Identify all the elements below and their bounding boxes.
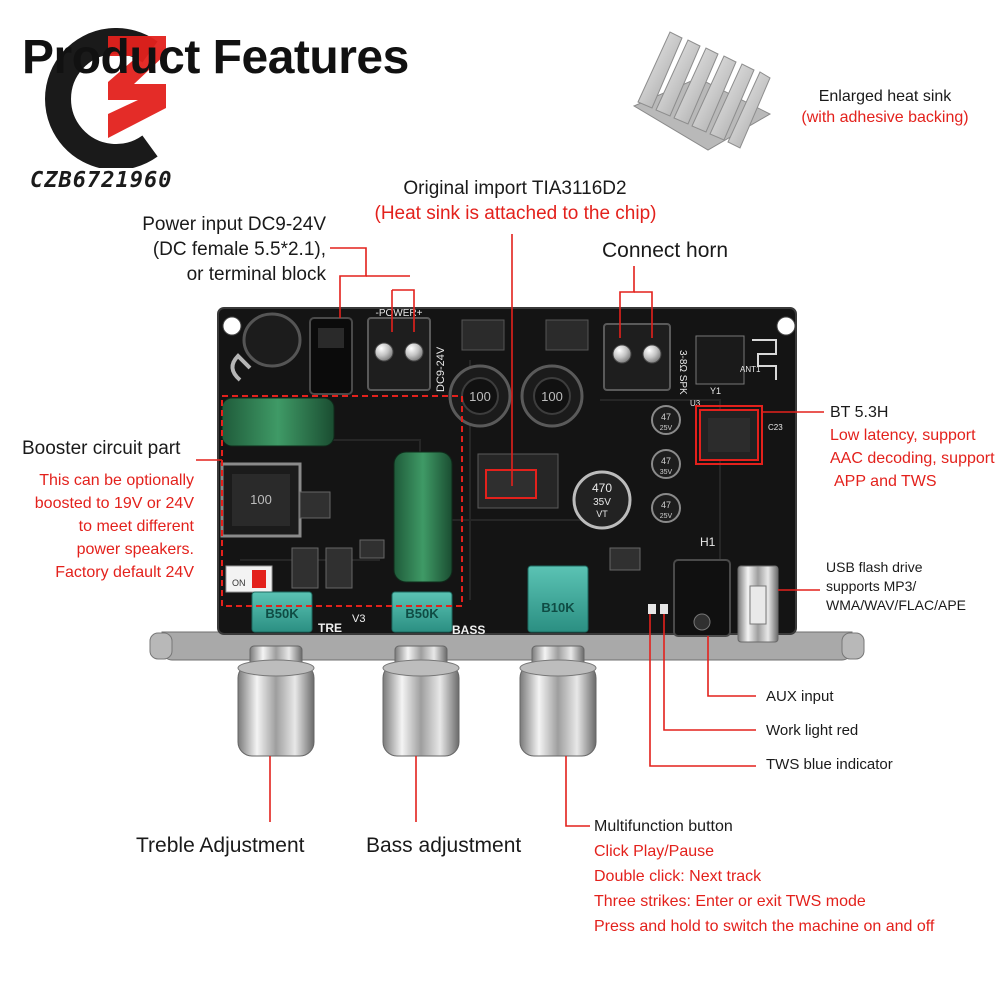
spk-silkscreen: 3-8Ω SPK xyxy=(677,350,688,395)
booster-line-3: to meet different xyxy=(78,518,194,535)
bass-label: Bass adjustment xyxy=(366,834,522,857)
y1-silkscreen: Y1 xyxy=(710,386,721,396)
booster-line-5: Factory default 24V xyxy=(55,564,194,581)
multifunction-line-1: Click Play/Pause xyxy=(594,843,715,860)
bass-silkscreen: BASS xyxy=(452,623,485,637)
work-light-label: Work light red xyxy=(766,722,859,739)
treble-label: Treble Adjustment xyxy=(136,834,305,857)
multifunction-line-2: Double click: Next track xyxy=(594,868,762,885)
chip-label: Original import TIA3116D2 xyxy=(403,178,627,199)
dip-on-label: ON xyxy=(232,578,246,588)
pot-tre-value: B50K xyxy=(265,606,299,621)
v3-silkscreen: V3 xyxy=(352,613,365,625)
aux-input-label: AUX input xyxy=(766,688,834,705)
heat-sink-image xyxy=(632,31,772,151)
cap-small-2: 47 xyxy=(661,456,671,466)
cap-small-3-v: 25V xyxy=(660,513,673,520)
power-input-terminal: or terminal block xyxy=(186,264,326,285)
tws-indicator-label: TWS blue indicator xyxy=(766,756,893,773)
usb-line-2: supports MP3/ xyxy=(826,578,917,594)
bt-line-2: AAC decoding, support xyxy=(830,450,995,467)
bt-line-1: Low latency, support xyxy=(830,427,976,444)
bt-heading: BT 5.3H xyxy=(830,404,889,421)
multifunction-line-4: Press and hold to switch the machine on … xyxy=(594,918,935,935)
dc-silkscreen: DC9-24V xyxy=(435,346,447,392)
cap-small-2-v: 35V xyxy=(660,469,673,476)
tre-silkscreen: TRE xyxy=(318,621,342,635)
cap-big-value: 470 xyxy=(592,481,612,495)
booster-line-1: This can be optionally xyxy=(39,472,194,489)
u3-silkscreen: U3 xyxy=(690,399,701,408)
bt-highlight-box xyxy=(695,405,763,465)
power-silkscreen: -POWER+ xyxy=(376,308,423,319)
cap-small-1-v: 25V xyxy=(660,425,673,432)
pot-bass-value: B50K xyxy=(405,606,439,621)
h1-silkscreen: H1 xyxy=(700,535,716,549)
power-input-sublabel: (DC female 5.5*2.1), xyxy=(152,239,326,260)
booster-inductor-label: 100 xyxy=(250,492,272,507)
heat-sink-sublabel: (with adhesive backing) xyxy=(801,109,969,126)
usb-line-3: WMA/WAV/FLAC/APE xyxy=(826,597,967,613)
booster-highlight-box xyxy=(221,395,463,607)
cap-small-1: 47 xyxy=(661,412,671,422)
connect-horn-label: Connect horn xyxy=(602,239,729,262)
multifunction-line-3: Three strikes: Enter or exit TWS mode xyxy=(594,893,866,910)
bt-line-3: APP and TWS xyxy=(834,473,937,490)
inductor-label-right: 100 xyxy=(541,389,563,404)
cap-big-voltage: 35V xyxy=(593,497,611,508)
power-input-label: Power input DC9-24V xyxy=(142,214,326,235)
inductor-label-left: 100 xyxy=(469,389,491,404)
ant-silkscreen: ANT1 xyxy=(740,365,761,374)
watermark-text: CZB6721960 xyxy=(30,168,173,193)
pot-multi-value: B10K xyxy=(541,600,575,615)
czb-logo xyxy=(45,28,166,168)
multifunction-heading: Multifunction button xyxy=(594,818,733,835)
cap-big-vt: VT xyxy=(596,509,608,519)
heat-sink-label: Enlarged heat sink xyxy=(818,88,952,105)
booster-line-4: power speakers. xyxy=(76,541,194,558)
page-title: Product Features xyxy=(22,31,409,84)
usb-line-1: USB flash drive xyxy=(826,559,923,575)
cap-small-3: 47 xyxy=(661,500,671,510)
c23-silkscreen: C23 xyxy=(768,423,783,432)
booster-heading: Booster circuit part xyxy=(22,438,181,459)
booster-line-2: boosted to 19V or 24V xyxy=(34,495,194,512)
chip-sublabel: (Heat sink is attached to the chip) xyxy=(374,203,657,224)
